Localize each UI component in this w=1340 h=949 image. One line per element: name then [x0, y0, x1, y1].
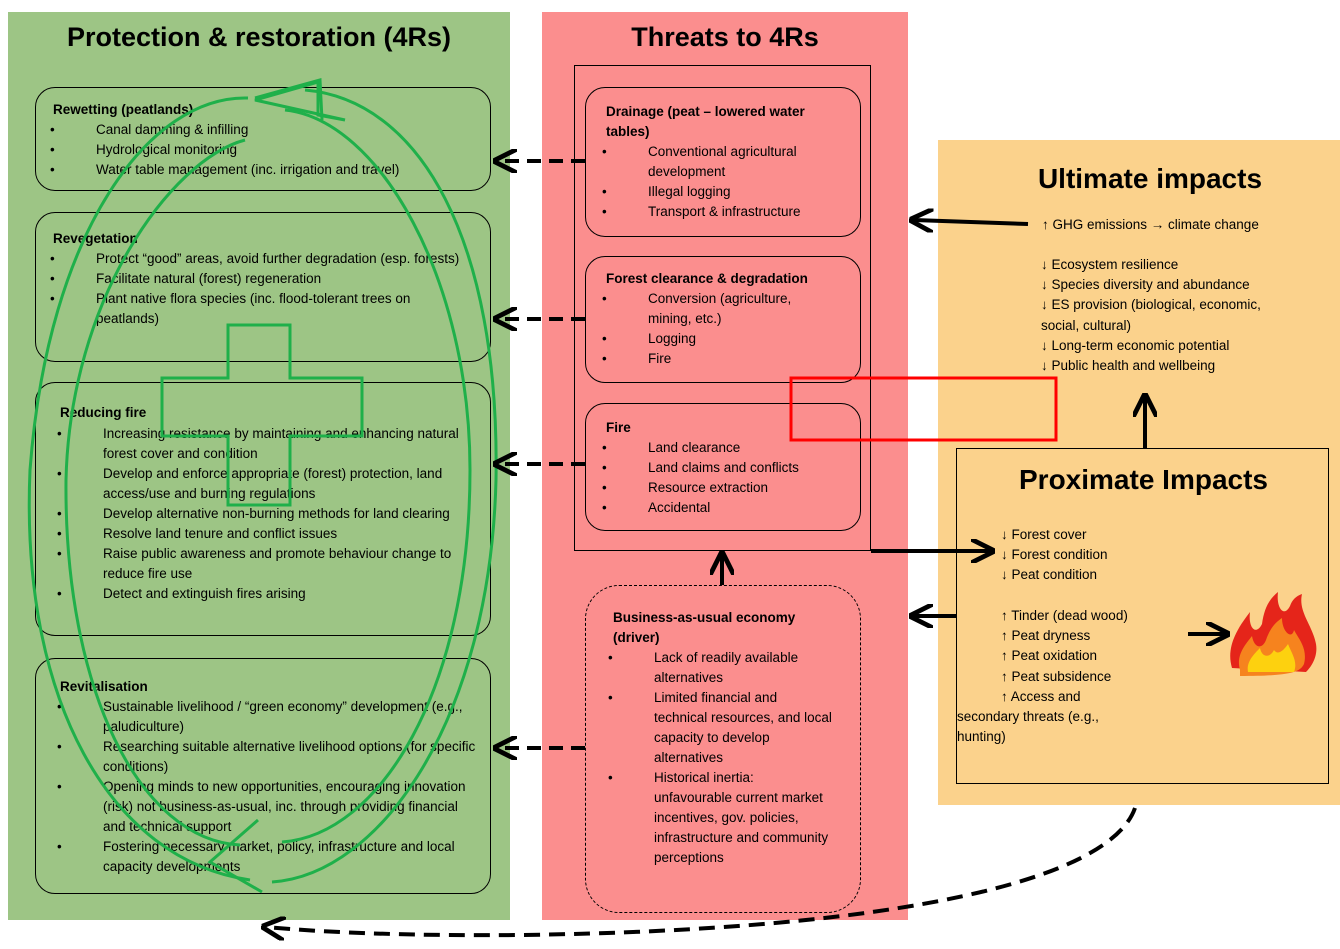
list-item: ↓ Public health and wellbeing — [1041, 358, 1216, 374]
revitalisation-list: Sustainable livelihood / “green economy”… — [57, 697, 483, 877]
list-item: Water table management (inc. irrigation … — [50, 160, 476, 180]
threats-title: Threats to 4Rs — [631, 22, 819, 52]
list-item: Canal damming & infilling — [50, 120, 476, 140]
fire-threat-title: Fire — [606, 420, 631, 435]
fire-threat-list: Land clearance Land claims and conflicts… — [602, 438, 848, 518]
driver-title: Business-as-usual economy (driver) — [613, 610, 796, 645]
list-item: Conversion (agriculture, mining, etc.) — [602, 289, 838, 329]
fire-icon — [1230, 592, 1317, 676]
list-item: Protect “good” areas, avoid further degr… — [50, 249, 476, 269]
list-item: Illegal logging — [602, 182, 848, 202]
list-item: Lack of readily available alternatives — [608, 648, 834, 688]
proximate-increases-list: ↑ Tinder (dead wood) ↑ Peat dryness ↑ Pe… — [957, 606, 1128, 747]
list-item: ↓ Peat condition — [1001, 567, 1098, 583]
list-item: social, cultural) — [1041, 317, 1132, 333]
cycle-arrowhead-bottom-head — [207, 818, 263, 894]
revegetation-box: Revegetation Protect “good” areas, avoid… — [35, 212, 491, 362]
list-item: Fire — [602, 349, 838, 369]
drainage-title: Drainage (peat – lowered water tables) — [606, 104, 805, 139]
forest-clearance-list: Conversion (agriculture, mining, etc.) L… — [602, 289, 838, 369]
list-item: ↓ Forest condition — [1001, 547, 1108, 563]
ultimate-impacts-title: Ultimate impacts — [1037, 163, 1263, 194]
proximate-impacts-title: Proximate Impacts — [1019, 464, 1268, 495]
list-item: Limited financial and technical resource… — [608, 688, 834, 768]
cycle-arrowhead-top-head — [254, 78, 324, 121]
list-item: Plant native flora species (inc. flood-t… — [50, 289, 476, 329]
cycle-inner-right — [271, 88, 498, 884]
proximate-decreases-list: ↓ Forest cover ↓ Forest condition ↓ Peat… — [1001, 525, 1108, 586]
drainage-list: Conventional agricultural development Il… — [602, 142, 848, 222]
list-item: ↓ Species diversity and abundance — [1041, 277, 1250, 293]
list-item: Resource extraction — [602, 478, 848, 498]
cycle-outer-left — [27, 96, 251, 882]
impact-arrows — [722, 220, 1225, 634]
cross-outline — [160, 323, 364, 507]
fire-threat-box: Fire Land clearance Land claims and conf… — [585, 403, 861, 531]
list-item: Hydrological monitoring — [50, 140, 476, 160]
feedback-arrow — [266, 807, 1137, 935]
cycle-inner-left — [64, 138, 246, 847]
cycle-arrowhead-top — [254, 80, 346, 122]
ghg-line: ↑ GHG emissions → climate change — [1042, 217, 1259, 232]
list-item: hunting) — [957, 729, 1006, 745]
list-item: Land clearance — [602, 438, 848, 458]
ultimate-impacts-list: ↓ Ecosystem resilience ↓ Species diversi… — [1041, 255, 1261, 376]
threats-container — [574, 65, 871, 551]
list-item: Develop and enforce appropriate (forest)… — [57, 464, 481, 504]
list-item: secondary threats (e.g., — [957, 709, 1099, 725]
list-item: Transport & infrastructure — [602, 202, 848, 222]
threat-arrows — [498, 161, 585, 748]
list-item: Detect and extinguish fires arising — [57, 584, 481, 604]
list-item: Facilitate natural (forest) regeneration — [50, 269, 476, 289]
list-item: Conventional agricultural development — [602, 142, 848, 182]
reducing-fire-list: Increasing resistance by maintaining and… — [57, 424, 481, 604]
list-item: ↑ Tinder (dead wood) — [1001, 608, 1128, 623]
driver-box: Business-as-usual economy (driver) Lack … — [585, 585, 861, 913]
list-item: Logging — [602, 329, 838, 349]
rewetting-list: Canal damming & infilling Hydrological m… — [50, 120, 476, 180]
reducing-fire-title: Reducing fire — [60, 405, 147, 420]
revegetation-list: Protect “good” areas, avoid further degr… — [50, 249, 476, 329]
rewetting-title: Rewetting (peatlands) — [53, 102, 194, 117]
list-item: ↓ Long-term economic potential — [1041, 337, 1230, 353]
list-item: ↑ Peat oxidation — [1001, 648, 1098, 664]
list-item: Fostering necessary market, policy, infr… — [57, 837, 483, 877]
arrow-ultimate-to-threats — [914, 220, 1029, 224]
list-item: Historical inertia: unfavourable current… — [608, 768, 834, 868]
cycle-outer-right — [281, 108, 472, 844]
cycle-arrows — [27, 78, 498, 894]
forest-clearance-title: Forest clearance & degradation — [606, 271, 808, 286]
highlight-rect — [789, 376, 1058, 442]
list-item: Develop alternative non-burning methods … — [57, 504, 481, 524]
list-item: ↓ Forest cover — [1001, 527, 1087, 542]
revitalisation-box: Revitalisation Sustainable livelihood / … — [35, 658, 491, 894]
forest-clearance-box: Forest clearance & degradation Conversio… — [585, 256, 861, 383]
list-item: Resolve land tenure and conflict issues — [57, 524, 481, 544]
list-item: ↑ Access and — [1001, 688, 1081, 704]
list-item: Sustainable livelihood / “green economy”… — [57, 697, 483, 737]
list-item: ↑ Peat dryness — [1001, 628, 1091, 644]
list-item: ↑ Peat subsidence — [1001, 668, 1112, 684]
revegetation-title: Revegetation — [53, 231, 138, 246]
drainage-box: Drainage (peat – lowered water tables) C… — [585, 87, 861, 237]
list-item: Land claims and conflicts — [602, 458, 848, 478]
list-item: ↓ ES provision (biological, economic, — [1041, 297, 1261, 313]
list-item: Researching suitable alternative livelih… — [57, 737, 483, 777]
list-item: Accidental — [602, 498, 848, 518]
driver-list: Lack of readily available alternatives L… — [608, 648, 834, 868]
list-item: ↓ Ecosystem resilience — [1041, 257, 1179, 272]
list-item: Raise public awareness and promote behav… — [57, 544, 481, 584]
reducing-fire-box: Reducing fire Increasing resistance by m… — [35, 382, 491, 636]
revitalisation-title: Revitalisation — [60, 679, 148, 694]
protection-title: Protection & restoration (4Rs) — [66, 22, 452, 52]
rewetting-box: Rewetting (peatlands) Canal damming & in… — [35, 87, 491, 191]
